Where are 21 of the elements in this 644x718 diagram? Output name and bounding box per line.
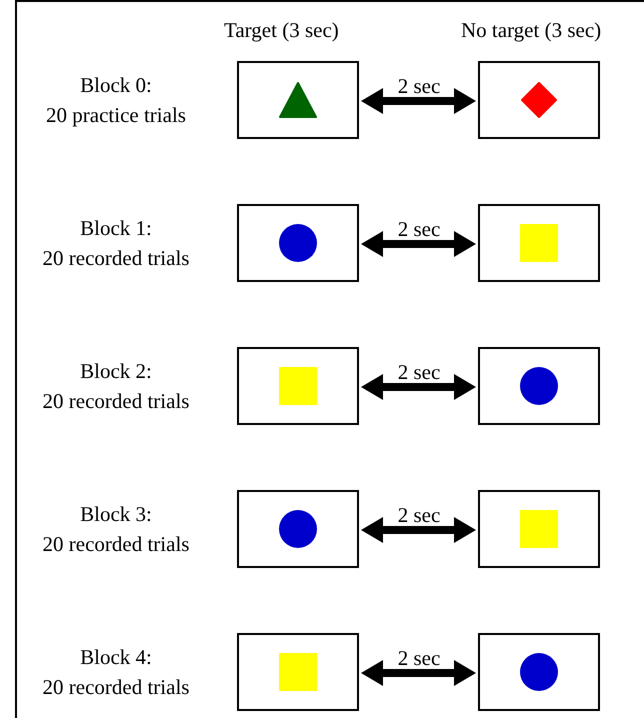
block-label: Block 1: 20 recorded trials bbox=[42, 215, 190, 272]
double-arrow bbox=[361, 660, 476, 686]
column-header: Target (3 sec) bbox=[224, 18, 339, 42]
block-label: Block 3: 20 recorded trials bbox=[42, 501, 190, 558]
stimulus-frame bbox=[237, 633, 359, 711]
stimulus-frame bbox=[478, 204, 600, 282]
stimulus-frame bbox=[237, 490, 359, 568]
double-arrow bbox=[361, 88, 476, 114]
stimulus-frame bbox=[237, 204, 359, 282]
stimulus-frame bbox=[478, 347, 600, 425]
double-arrow bbox=[361, 517, 476, 543]
stimulus-frame bbox=[237, 61, 359, 139]
block-label: Block 2: 20 recorded trials bbox=[42, 358, 190, 415]
stimulus-frame bbox=[478, 633, 600, 711]
block-label: Block 4: 20 recorded trials bbox=[42, 644, 190, 701]
stimulus-frame bbox=[478, 61, 600, 139]
double-arrow bbox=[361, 231, 476, 257]
stimulus-frame bbox=[478, 490, 600, 568]
stimulus-frame bbox=[237, 347, 359, 425]
block-label: Block 0: 20 practice trials bbox=[45, 72, 187, 129]
column-header: No target (3 sec) bbox=[461, 18, 602, 42]
